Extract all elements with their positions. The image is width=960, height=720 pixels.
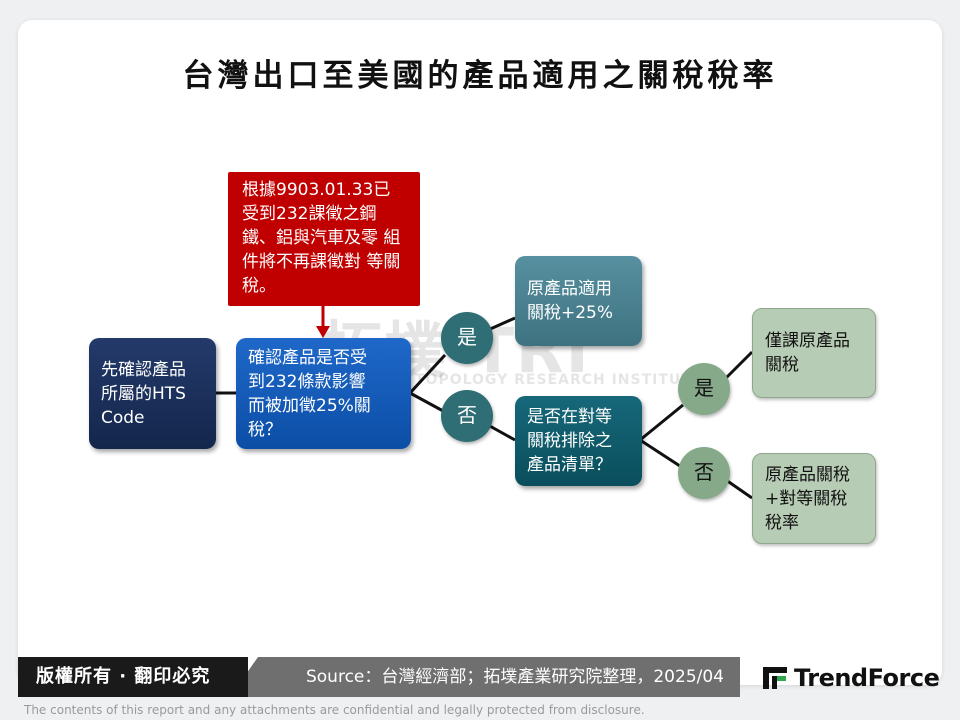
node-no2-result: 原產品關稅 +對等關稅 稅率: [752, 453, 876, 544]
connector-yes-result2: [724, 350, 754, 380]
trendforce-logo: TrendForce: [762, 664, 940, 692]
node-question2: 是否在對等 關稅排除之 產品清單？: [515, 396, 642, 486]
node-line: 先確認產品: [101, 359, 186, 380]
node-line: 產品清單？: [527, 455, 612, 475]
trendforce-logo-text: TrendForce: [794, 664, 940, 692]
node-line: 原產品適用: [527, 279, 612, 299]
callout-note: 根據9903.01.33已 受到232課徵之鋼 鐵、鋁與汽車及零 組件將不再課徵…: [228, 172, 420, 306]
node-line: 稅？: [248, 419, 282, 440]
page-title: 台灣出口至美國的產品適用之關稅稅率: [182, 58, 778, 94]
node-line: 稅率: [765, 512, 799, 533]
callout-line: 組件將不再課徵對: [242, 228, 401, 272]
node-line: +對等關稅: [765, 488, 848, 509]
connector-q1-yes: [408, 353, 447, 395]
node-line: 關稅: [765, 355, 799, 375]
branch-no-1: 否: [441, 390, 493, 442]
branch-no-2: 否: [678, 447, 730, 499]
node-line: 關稅+25%: [527, 303, 614, 323]
node-line: 所屬的HTS: [101, 383, 186, 404]
callout-line: 鐵、鋁與汽車及零: [242, 228, 378, 248]
disclaimer: The contents of this report and any atta…: [24, 703, 645, 717]
connector-no-result3: [725, 478, 753, 500]
callout-arrow: [316, 306, 330, 338]
node-question1: 確認產品是否受 到232條款影響 而被加徵25%關 稅？: [236, 338, 411, 449]
node-start: 先確認產品 所屬的HTS Code: [89, 338, 216, 449]
node-line: Code: [101, 407, 145, 428]
callout-line: 根據9903.01.33已: [242, 180, 391, 200]
node-line: 關稅排除之: [527, 431, 612, 451]
node-yes2-result: 僅課原產品 關稅: [752, 308, 876, 398]
branch-yes-1: 是: [441, 312, 493, 364]
node-line: 而被加徵25%關: [248, 395, 371, 416]
node-yes1-result: 原產品適用 關稅+25%: [515, 256, 642, 346]
connector-q2-yes: [639, 403, 684, 442]
branch-yes-2: 是: [678, 363, 730, 415]
footer-source: Source：台灣經濟部；拓墣產業研究院整理，2025/04: [230, 657, 740, 697]
node-line: 到232條款影響: [248, 371, 366, 392]
node-line: 確認產品是否受: [248, 347, 367, 368]
trendforce-logo-icon: [763, 667, 787, 689]
connector-q1-no: [409, 391, 446, 414]
callout-line: 受到232課徵之鋼: [242, 204, 377, 224]
connector-yes-result1: [487, 316, 516, 332]
node-line: 原產品關稅: [765, 464, 850, 485]
node-line: 僅課原產品: [765, 331, 850, 351]
callout-line: 等關稅。: [242, 252, 401, 296]
footer-rights: 版權所有 · 翻印必究: [18, 657, 248, 697]
connector-q2-no: [639, 438, 684, 470]
node-line: 是否在對等: [527, 407, 612, 427]
connector-no-q2: [487, 423, 516, 442]
watermark-en: TOPOLOGY RESEARCH INSTITUTE: [415, 372, 703, 388]
